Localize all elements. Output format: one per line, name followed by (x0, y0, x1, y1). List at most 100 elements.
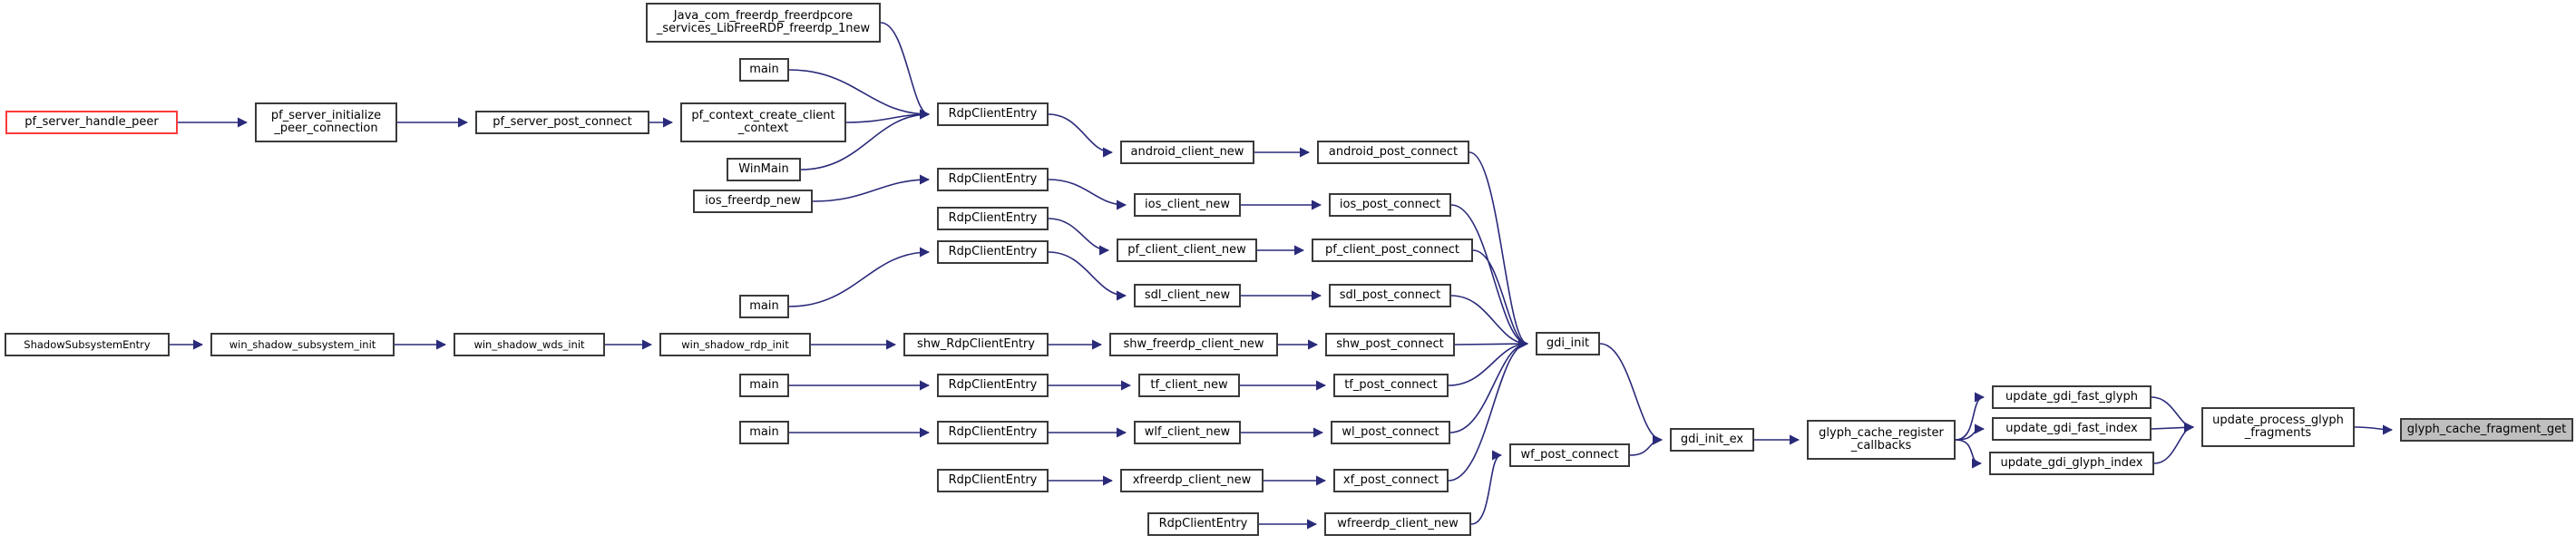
graph-node-shw_post_connect[interactable]: shw_post_connect (1325, 333, 1455, 356)
graph-edge-ios_freerdp_new-to-RdpClientEntry_ios (812, 174, 931, 202)
graph-node-label: wfreerdp_client_new (1337, 516, 1459, 530)
graph-node-win_shadow_wds_init[interactable]: win_shadow_wds_init (454, 333, 605, 356)
graph-node-label: pf_server_handle_peer (24, 114, 159, 129)
graph-node-label: RdpClientEntry (948, 106, 1038, 121)
graph-node-glyph_cache_fragment_get[interactable]: glyph_cache_fragment_get (2400, 418, 2573, 442)
graph-node-pf_server_post_connect[interactable]: pf_server_post_connect (475, 111, 649, 134)
graph-node-tf_client_new[interactable]: tf_client_new (1138, 374, 1240, 397)
graph-node-update_process_glyph_fragments[interactable]: update_process_glyph _fragments (2201, 407, 2355, 447)
graph-edge-update_gdi_fast_glyph-to-update_process_glyph_fragments (2151, 396, 2195, 433)
graph-node-label: update_gdi_fast_index (2005, 421, 2138, 435)
graph-edge-RdpClientEntry_android-to-android_client_new (1048, 113, 1114, 158)
graph-node-label: sdl_post_connect (1339, 287, 1441, 302)
graph-node-label: ios_client_new (1145, 197, 1230, 211)
graph-node-gdi_init_ex[interactable]: gdi_init_ex (1670, 428, 1754, 452)
graph-edge-update_gdi_glyph_index-to-update_process_glyph_fragments (2153, 422, 2195, 464)
graph-node-android_client_new[interactable]: android_client_new (1120, 141, 1254, 164)
graph-edge-main_2-to-RdpClientEntry_sdl (788, 247, 931, 307)
graph-node-main_3[interactable]: main (739, 374, 789, 397)
graph-node-sdl_post_connect[interactable]: sdl_post_connect (1329, 284, 1451, 307)
graph-node-android_post_connect[interactable]: android_post_connect (1317, 141, 1469, 164)
graph-node-main_1[interactable]: main (739, 58, 789, 82)
graph-node-ShadowSubsystemEntry[interactable]: ShadowSubsystemEntry (5, 333, 170, 356)
graph-node-wl_post_connect[interactable]: wl_post_connect (1331, 421, 1450, 444)
graph-node-update_gdi_glyph_index[interactable]: update_gdi_glyph_index (1989, 452, 2154, 475)
graph-node-label: RdpClientEntry (948, 424, 1038, 439)
graph-node-label: RdpClientEntry (1158, 516, 1248, 530)
graph-edge-update_gdi_fast_index-to-update_process_glyph_fragments (2151, 422, 2195, 433)
graph-node-RdpClientEntry_tf[interactable]: RdpClientEntry (937, 374, 1049, 397)
graph-node-ios_post_connect[interactable]: ios_post_connect (1329, 193, 1451, 217)
graph-node-pf_server_handle_peer[interactable]: pf_server_handle_peer (5, 111, 178, 134)
graph-edge-android_post_connect-to-gdi_init (1469, 151, 1529, 349)
graph-edge-glyph_cache_register_callbacks-to-update_gdi_fast_glyph (1955, 392, 1986, 441)
graph-node-label: win_shadow_subsystem_init (229, 337, 376, 351)
graph-node-sdl_client_new[interactable]: sdl_client_new (1134, 284, 1241, 307)
graph-node-glyph_cache_register_callbacks[interactable]: glyph_cache_register _callbacks (1807, 420, 1956, 460)
graph-node-label: shw_freerdp_client_new (1123, 336, 1264, 351)
graph-node-label: android_post_connect (1328, 144, 1459, 159)
graph-node-tf_post_connect[interactable]: tf_post_connect (1333, 374, 1449, 397)
graph-node-RdpClientEntry_android[interactable]: RdpClientEntry (937, 102, 1049, 126)
graph-node-WinMain[interactable]: WinMain (727, 158, 801, 181)
graph-node-xf_post_connect[interactable]: xf_post_connect (1333, 469, 1449, 492)
graph-edge-tf_post_connect-to-gdi_init (1448, 338, 1529, 386)
graph-edge-ios_post_connect-to-gdi_init (1450, 204, 1529, 349)
graph-node-wfreerdp_client_new[interactable]: wfreerdp_client_new (1324, 512, 1471, 536)
graph-node-label: ios_freerdp_new (705, 193, 801, 208)
graph-edge-gdi_init-to-gdi_init_ex (1599, 343, 1664, 445)
graph-node-RdpClientEntry_ios[interactable]: RdpClientEntry (937, 168, 1049, 191)
graph-node-label: pf_server_initialize _peer_connection (270, 108, 382, 135)
graph-edge-RdpClientEntry_sdl-to-sdl_client_new (1048, 251, 1127, 301)
graph-node-label: pf_client_client_new (1127, 242, 1246, 257)
graph-node-main_2[interactable]: main (739, 295, 789, 318)
graph-node-wlf_client_new[interactable]: wlf_client_new (1134, 421, 1241, 444)
graph-node-update_gdi_fast_glyph[interactable]: update_gdi_fast_glyph (1992, 385, 2152, 409)
graph-node-label: main (749, 377, 779, 392)
graph-edge-sdl_post_connect-to-gdi_init (1450, 295, 1529, 349)
graph-node-label: gdi_init_ex (1680, 432, 1744, 446)
graph-node-label: tf_post_connect (1344, 377, 1438, 392)
graph-node-main_4[interactable]: main (739, 421, 789, 444)
graph-node-RdpClientEntry_xf[interactable]: RdpClientEntry (937, 469, 1049, 492)
graph-edge-shw_post_connect-to-gdi_init (1454, 338, 1529, 349)
graph-edge-glyph_cache_register_callbacks-to-update_gdi_fast_index (1955, 423, 1986, 441)
graph-node-win_shadow_rdp_init[interactable]: win_shadow_rdp_init (659, 333, 811, 356)
graph-node-pf_context_create_client_context[interactable]: pf_context_create_client _context (680, 102, 846, 142)
graph-node-label: wl_post_connect (1342, 424, 1439, 439)
graph-node-label: win_shadow_wds_init (473, 337, 585, 351)
graph-node-Java_com_freerdp_freerdpcore[interactable]: Java_com_freerdp_freerdpcore _services_L… (646, 3, 881, 43)
graph-node-RdpClientEntry_wlf[interactable]: RdpClientEntry (937, 421, 1049, 444)
graph-node-pf_server_initialize_peer_connection[interactable]: pf_server_initialize _peer_connection (255, 102, 397, 142)
graph-node-pf_client_post_connect[interactable]: pf_client_post_connect (1312, 238, 1473, 262)
graph-node-label: update_process_glyph _fragments (2212, 413, 2344, 440)
graph-node-wf_post_connect[interactable]: wf_post_connect (1509, 443, 1630, 467)
graph-node-RdpClientEntry_pf[interactable]: RdpClientEntry (937, 207, 1049, 230)
graph-node-pf_client_client_new[interactable]: pf_client_client_new (1117, 238, 1257, 262)
graph-edge-wl_post_connect-to-gdi_init (1449, 338, 1529, 433)
graph-node-gdi_init[interactable]: gdi_init (1536, 332, 1600, 355)
graph-node-shw_RdpClientEntry[interactable]: shw_RdpClientEntry (903, 333, 1049, 356)
graph-node-label: sdl_client_new (1144, 287, 1231, 302)
graph-node-label: gdi_init (1546, 336, 1590, 350)
graph-node-label: shw_RdpClientEntry (917, 336, 1035, 351)
graph-node-label: xfreerdp_client_new (1132, 472, 1252, 487)
graph-node-xfreerdp_client_new[interactable]: xfreerdp_client_new (1120, 469, 1264, 492)
graph-node-win_shadow_subsystem_init[interactable]: win_shadow_subsystem_init (210, 333, 395, 356)
graph-node-ios_freerdp_new[interactable]: ios_freerdp_new (693, 190, 813, 213)
graph-node-RdpClientEntry_sdl[interactable]: RdpClientEntry (937, 240, 1049, 264)
graph-node-label: ShadowSubsystemEntry (24, 337, 151, 351)
graph-node-RdpClientEntry_wf[interactable]: RdpClientEntry (1147, 512, 1259, 536)
graph-node-update_gdi_fast_index[interactable]: update_gdi_fast_index (1992, 417, 2152, 441)
graph-node-shw_freerdp_client_new[interactable]: shw_freerdp_client_new (1109, 333, 1278, 356)
graph-node-label: RdpClientEntry (948, 244, 1038, 258)
graph-node-label: main (749, 62, 779, 76)
graph-node-label: win_shadow_rdp_init (681, 337, 789, 351)
graph-edge-pf_client_post_connect-to-gdi_init (1472, 249, 1529, 349)
graph-node-label: WinMain (738, 161, 789, 176)
graph-edge-update_process_glyph_fragments-to-glyph_cache_fragment_get (2354, 424, 2394, 435)
graph-node-label: wf_post_connect (1520, 447, 1619, 462)
graph-node-ios_client_new[interactable]: ios_client_new (1134, 193, 1241, 217)
